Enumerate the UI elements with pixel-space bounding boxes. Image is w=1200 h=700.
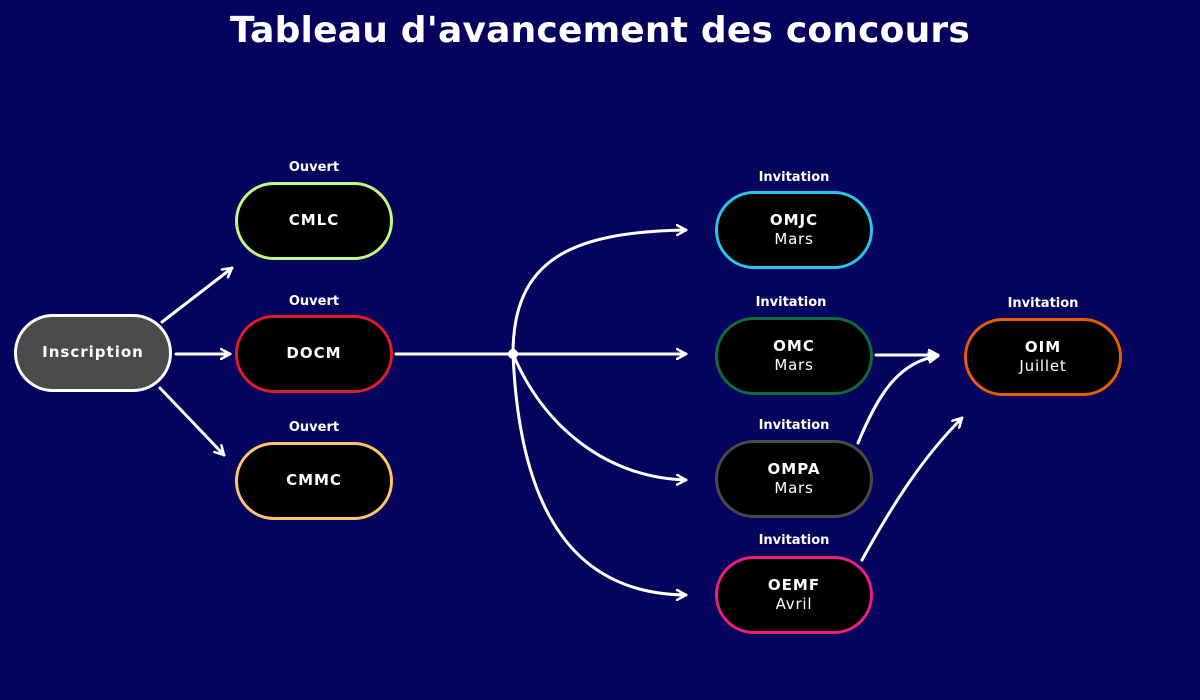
omc-status: Invitation xyxy=(755,295,827,310)
oim-date: Juillet xyxy=(1019,357,1067,375)
arrow-docm-ompa xyxy=(511,352,688,480)
oim-status: Invitation xyxy=(1007,296,1079,311)
oemf-status: Invitation xyxy=(758,533,830,548)
arrow-docm-oemf xyxy=(511,352,688,595)
ompa-node: OMPA Mars xyxy=(715,440,873,518)
ompa-name: OMPA xyxy=(767,459,821,478)
oemf-name: OEMF xyxy=(767,575,821,594)
cmmc-name: CMMC xyxy=(286,471,342,490)
oemf-date: Avril xyxy=(775,595,813,613)
docm-status: Ouvert xyxy=(288,294,340,309)
arrow-oemf-oim xyxy=(860,416,964,562)
cmlc-name: CMLC xyxy=(288,211,340,230)
oim-name: OIM xyxy=(1024,337,1062,356)
ompa-status: Invitation xyxy=(758,418,830,433)
omjc-status: Invitation xyxy=(758,170,830,185)
omjc-date: Mars xyxy=(774,230,814,248)
inscription-node: Inscription xyxy=(14,314,172,392)
ompa-date: Mars xyxy=(774,479,814,497)
inscription-label: Inscription xyxy=(42,343,144,362)
arrow-ompa-oim xyxy=(856,356,940,445)
arrow-inscription-cmlc xyxy=(160,266,234,324)
omjc-name: OMJC xyxy=(769,210,819,229)
cmmc-status: Ouvert xyxy=(288,420,340,435)
cmlc-status: Ouvert xyxy=(288,160,340,175)
cmmc-node: CMMC xyxy=(235,442,393,520)
arrow-docm-omjc xyxy=(511,230,688,356)
omc-date: Mars xyxy=(774,356,814,374)
omc-node: OMC Mars xyxy=(715,317,873,395)
docm-node: DOCM xyxy=(235,315,393,393)
diagram-title: Tableau d'avancement des concours xyxy=(229,10,971,51)
oim-node: OIM Juillet xyxy=(964,318,1122,396)
docm-name: DOCM xyxy=(286,344,342,363)
oemf-node: OEMF Avril xyxy=(715,556,873,634)
omjc-node: OMJC Mars xyxy=(715,191,873,269)
cmlc-node: CMLC xyxy=(235,182,393,260)
omc-name: OMC xyxy=(773,336,815,355)
branch-junction xyxy=(508,349,518,359)
arrow-inscription-cmmc xyxy=(158,386,226,457)
